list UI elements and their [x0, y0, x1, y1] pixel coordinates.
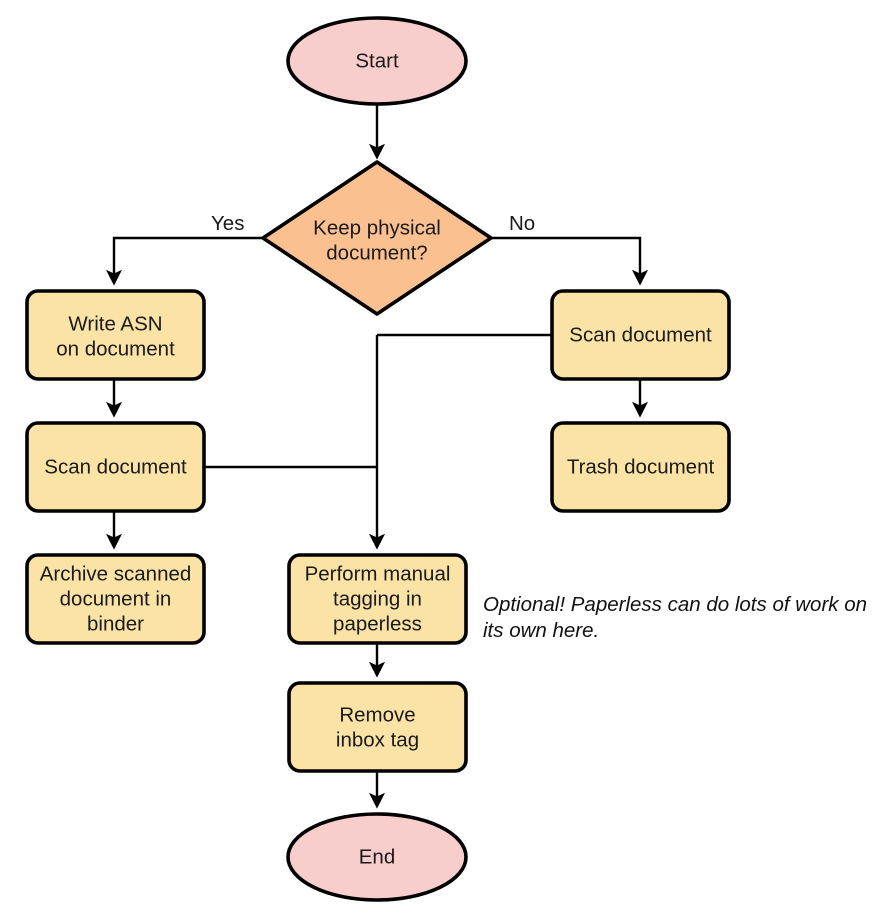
decision-label-line-1: Keep physical	[313, 216, 441, 239]
edge-decision-yes-to-write-asn	[105, 236, 262, 286]
archive-label-line-1: Archive scanned	[40, 562, 192, 585]
write-asn-box-shape	[25, 289, 206, 381]
node-perform-manual-tagging[interactable]: Perform manual tagging in paperless	[287, 553, 468, 645]
remove-inbox-label-line-2: inbox tag	[336, 728, 419, 751]
node-scan-document-left[interactable]: Scan document	[25, 421, 206, 513]
node-trash-document[interactable]: Trash document	[550, 421, 731, 513]
scan-right-label: Scan document	[569, 323, 712, 346]
node-start[interactable]: Start	[286, 16, 468, 106]
node-end[interactable]: End	[286, 812, 468, 902]
node-scan-document-right[interactable]: Scan document	[550, 289, 731, 381]
start-label: Start	[355, 49, 399, 72]
scan-left-box-shape	[25, 421, 206, 513]
manual-tagging-box-shape	[287, 553, 468, 645]
manual-tagging-label-line-1: Perform manual	[305, 562, 451, 585]
edge-label-yes: Yes	[211, 212, 244, 235]
optional-note-line-2: its own here.	[483, 619, 599, 642]
optional-note-line-1: Optional! Paperless can do lots of work …	[483, 593, 867, 616]
archive-label-line-2: document in	[60, 587, 172, 610]
edge-label-no: No	[509, 212, 535, 235]
manual-tagging-label-line-3: paperless	[333, 612, 422, 635]
manual-tagging-label-line-2: tagging in	[333, 587, 422, 610]
scan-right-box-shape	[550, 289, 731, 381]
archive-label-line-3: binder	[87, 612, 144, 635]
node-remove-inbox-tag[interactable]: Remove inbox tag	[287, 681, 468, 773]
decision-label-line-2: document?	[326, 241, 427, 264]
write-asn-label-line-1: Write ASN	[68, 312, 162, 335]
node-decision-keep-physical-document[interactable]: Keep physical document?	[261, 160, 493, 316]
trash-label: Trash document	[567, 455, 715, 478]
end-ellipse-shape	[286, 812, 468, 902]
end-label: End	[359, 845, 395, 868]
archive-box-shape	[25, 553, 206, 645]
scan-left-label: Scan document	[44, 455, 187, 478]
remove-inbox-label-line-1: Remove	[339, 703, 415, 726]
trash-box-shape	[550, 421, 731, 513]
remove-inbox-box-shape	[287, 681, 468, 773]
edge-decision-no-to-scan-right	[492, 236, 649, 286]
node-archive-scanned-document[interactable]: Archive scanned document in binder	[25, 553, 206, 645]
node-write-asn-on-document[interactable]: Write ASN on document	[25, 289, 206, 381]
start-ellipse-shape	[286, 16, 468, 106]
decision-diamond-shape	[261, 160, 493, 316]
write-asn-label-line-2: on document	[56, 337, 175, 360]
